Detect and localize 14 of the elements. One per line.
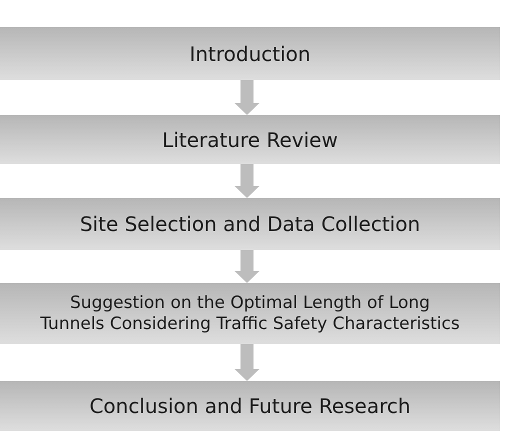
process-box xyxy=(0,27,500,80)
process-box xyxy=(0,198,500,250)
box-label: Literature Review xyxy=(162,128,338,152)
box-label: Introduction xyxy=(189,42,311,66)
process-box xyxy=(0,115,500,164)
box-label: Site Selection and Data Collection xyxy=(80,212,420,236)
box-label: Suggestion on the Optimal Length of Long Tunnels Considering Traffic Safety Characteristics xyxy=(39,293,461,334)
arrow xyxy=(234,164,260,198)
process-box xyxy=(0,283,500,344)
arrow xyxy=(234,344,260,381)
arrow xyxy=(234,80,260,115)
arrow xyxy=(234,250,260,283)
process-box xyxy=(0,381,500,431)
box-label: Conclusion and Future Research xyxy=(89,394,411,418)
